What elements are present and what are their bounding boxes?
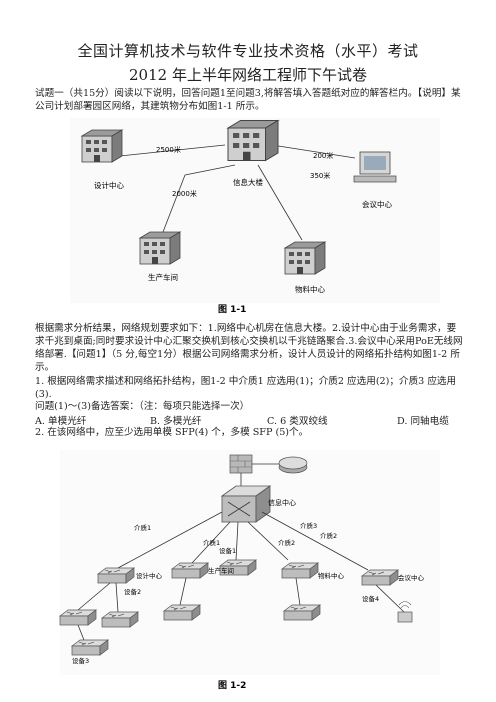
link-info-meeting <box>271 144 356 159</box>
media2-label: 介质2 <box>278 538 295 547</box>
label-factory-sw: 生产车间 <box>208 566 234 575</box>
switch-factory <box>171 562 209 579</box>
router-icon <box>278 456 308 474</box>
label-logistics-sw: 物料中心 <box>318 571 345 580</box>
switch-access-d <box>283 604 321 621</box>
distance-info-meeting: 200米 <box>313 151 333 160</box>
building-logistics <box>284 241 326 275</box>
label-info-tower: 信息大楼 <box>233 177 263 187</box>
label-design-center: 设计中心 <box>94 180 124 190</box>
topology-figure: 信息中心 介质1 介质1 介质2 介质2 介质3 设备1 设计中心 生产车间 物… <box>59 450 440 691</box>
building-factory <box>139 231 181 265</box>
media3-label: 介质3 <box>300 521 317 530</box>
option-d: D. 同轴电缆 <box>397 416 449 427</box>
switch-design <box>97 567 135 584</box>
device3-label: 设备3 <box>72 656 89 665</box>
exam-subtitle: 2012 年上半年网络工程师下午试卷 <box>129 66 367 84</box>
distance-info-logistics: 350米 <box>310 171 330 180</box>
link-info-factory <box>162 174 186 233</box>
question1-text: 1. 根据网络需求描述和网络拓扑结构，图1-2 中介质1 应选用(1)；介质2 … <box>35 376 457 400</box>
switch-logistics <box>281 562 319 579</box>
analysis-paragraph: 根据需求分析结果，网络规划要求如下：1.网络中心机房在信息大楼。2.设计中心由于… <box>35 323 463 373</box>
label-meeting-sw: 会议中心 <box>398 573 425 582</box>
distance-design-info: 2500米 <box>156 145 181 154</box>
media1b-label: 介质1 <box>203 538 220 547</box>
media1-label: 介质1 <box>134 523 151 532</box>
intro-paragraph: 试题一（共15分）阅读以下说明，回答问题1至问题3,将解答填入答题纸对应的解答栏… <box>35 88 461 112</box>
question2-text: 2. 在该网络中，应至少选用单模 SFP(4) 个，多模 SFP (5)个。 <box>35 427 309 438</box>
label-meeting-center: 会议中心 <box>362 199 392 209</box>
switch-device3 <box>71 639 109 656</box>
figure2-caption: 图 1-2 <box>218 680 246 691</box>
device4-label: 设备4 <box>362 594 379 603</box>
options-note: 问题(1)～(3)备选答案：（注：每项只能选择一次） <box>35 401 250 412</box>
label-design-sw: 设计中心 <box>136 571 163 580</box>
device1-label: 设备1 <box>219 546 236 555</box>
wireless-ap-icon <box>397 601 413 623</box>
exam-title: 全国计算机技术与软件专业技术资格（水平）考试 <box>77 42 419 60</box>
link-info-logistics <box>257 164 303 241</box>
option-b: B. 多模光纤 <box>150 416 202 427</box>
core-switch <box>220 485 272 523</box>
link-design-info <box>109 144 226 158</box>
option-c: C. 6 类双绞线 <box>267 416 328 427</box>
firewall-icon <box>229 454 253 474</box>
campus-map-figure: 设计中心 信息大楼 会议中心 生产车间 物料中心 2500米 200米 350米… <box>70 118 440 315</box>
label-factory: 生产车间 <box>148 272 178 282</box>
device2-label: 设备2 <box>124 587 141 596</box>
switch-access-c <box>163 604 201 621</box>
building-design-center <box>81 129 123 163</box>
computer-icon <box>353 151 397 183</box>
switch-access-a <box>59 609 97 626</box>
figure1-caption: 图 1-1 <box>218 304 246 315</box>
option-a: A. 单模光纤 <box>35 416 87 427</box>
core-label: 信息中心 <box>268 498 296 507</box>
media2b-label: 介质2 <box>320 531 337 540</box>
label-logistics: 物料中心 <box>295 284 325 294</box>
answer-options: A. 单模光纤 B. 多模光纤 C. 6 类双绞线 D. 同轴电缆 <box>35 413 465 427</box>
distance-info-factory: 2000米 <box>172 189 197 198</box>
building-info-tower <box>227 119 279 162</box>
switch-access-b <box>101 611 139 628</box>
switch-meeting <box>361 569 399 586</box>
